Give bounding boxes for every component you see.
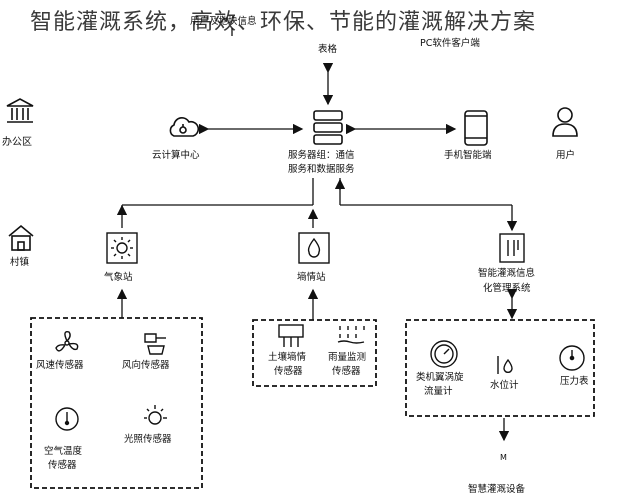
office-label: 办公区: [2, 137, 32, 148]
flow-meter-label-2: 流量计: [424, 386, 453, 397]
fan-icon: [55, 331, 79, 352]
wind-vane-icon: [144, 333, 166, 355]
house-icon: [8, 224, 34, 251]
village-label: 村镇: [10, 257, 30, 268]
wind-dir-label: 风向传感器: [122, 360, 170, 371]
cloud-icon: [169, 117, 200, 137]
soil-station-label: 墒情站: [297, 272, 326, 283]
flow-meter-icon: [430, 340, 458, 368]
server-label-1: 服务器组：通信: [288, 150, 355, 161]
cloud-label: 云计算中心: [152, 150, 200, 161]
user-land-info-label: 用户及地块信息: [190, 16, 257, 27]
user-label: 用户: [556, 150, 576, 161]
irrigation-device-group: [405, 319, 595, 417]
soil-sensor-label-1: 土壤墒情: [268, 352, 307, 363]
smart-device-label: 智慧灌溉设备: [468, 484, 526, 495]
water-drop-icon: [298, 232, 330, 264]
control-panel-icon: [499, 233, 525, 263]
pressure-gauge-icon: [559, 345, 585, 371]
sunlight-icon: [144, 405, 167, 425]
rain-sensor-label-2: 传感器: [332, 366, 361, 377]
weather-station-label: 气象站: [104, 272, 133, 283]
mobile-label: 手机智能端: [444, 150, 492, 161]
tablet-icon: [464, 110, 488, 146]
water-level-icon: [497, 356, 513, 374]
irrigation-label-2: 化管理系统: [483, 283, 531, 294]
irrigation-label-1: 智能灌溉信息: [478, 268, 536, 279]
air-temp-label-1: 空气温度: [44, 446, 83, 457]
rain-gauge-icon: [337, 326, 365, 344]
server-icon: [313, 110, 343, 145]
soil-sensor-icon: [278, 324, 304, 347]
bank-icon: [6, 98, 34, 123]
pc-client-label: PC软件客户端: [420, 38, 480, 49]
sun-icon: [106, 232, 138, 264]
flow-meter-label-1: 类机翼涡旋: [416, 372, 464, 383]
table-label: 表格: [318, 44, 338, 55]
server-label-2: 服务和数据服务: [288, 164, 355, 175]
water-level-label: 水位计: [490, 380, 519, 391]
user-icon: [552, 107, 578, 137]
pressure-label: 压力表: [560, 376, 589, 387]
light-label: 光照传感器: [124, 434, 172, 445]
device-m-label: M: [500, 453, 507, 462]
rain-sensor-label-1: 雨量监测: [328, 352, 367, 363]
weather-sensor-group: [30, 317, 203, 489]
page-title: 智能灌溉系统，高效、环保、节能的灌溉解决方案: [30, 10, 537, 35]
soil-sensor-group: [252, 319, 377, 387]
soil-sensor-label-2: 传感器: [274, 366, 303, 377]
wind-speed-label: 风速传感器: [36, 360, 84, 371]
thermometer-icon: [55, 407, 79, 431]
air-temp-label-2: 传感器: [48, 460, 77, 471]
